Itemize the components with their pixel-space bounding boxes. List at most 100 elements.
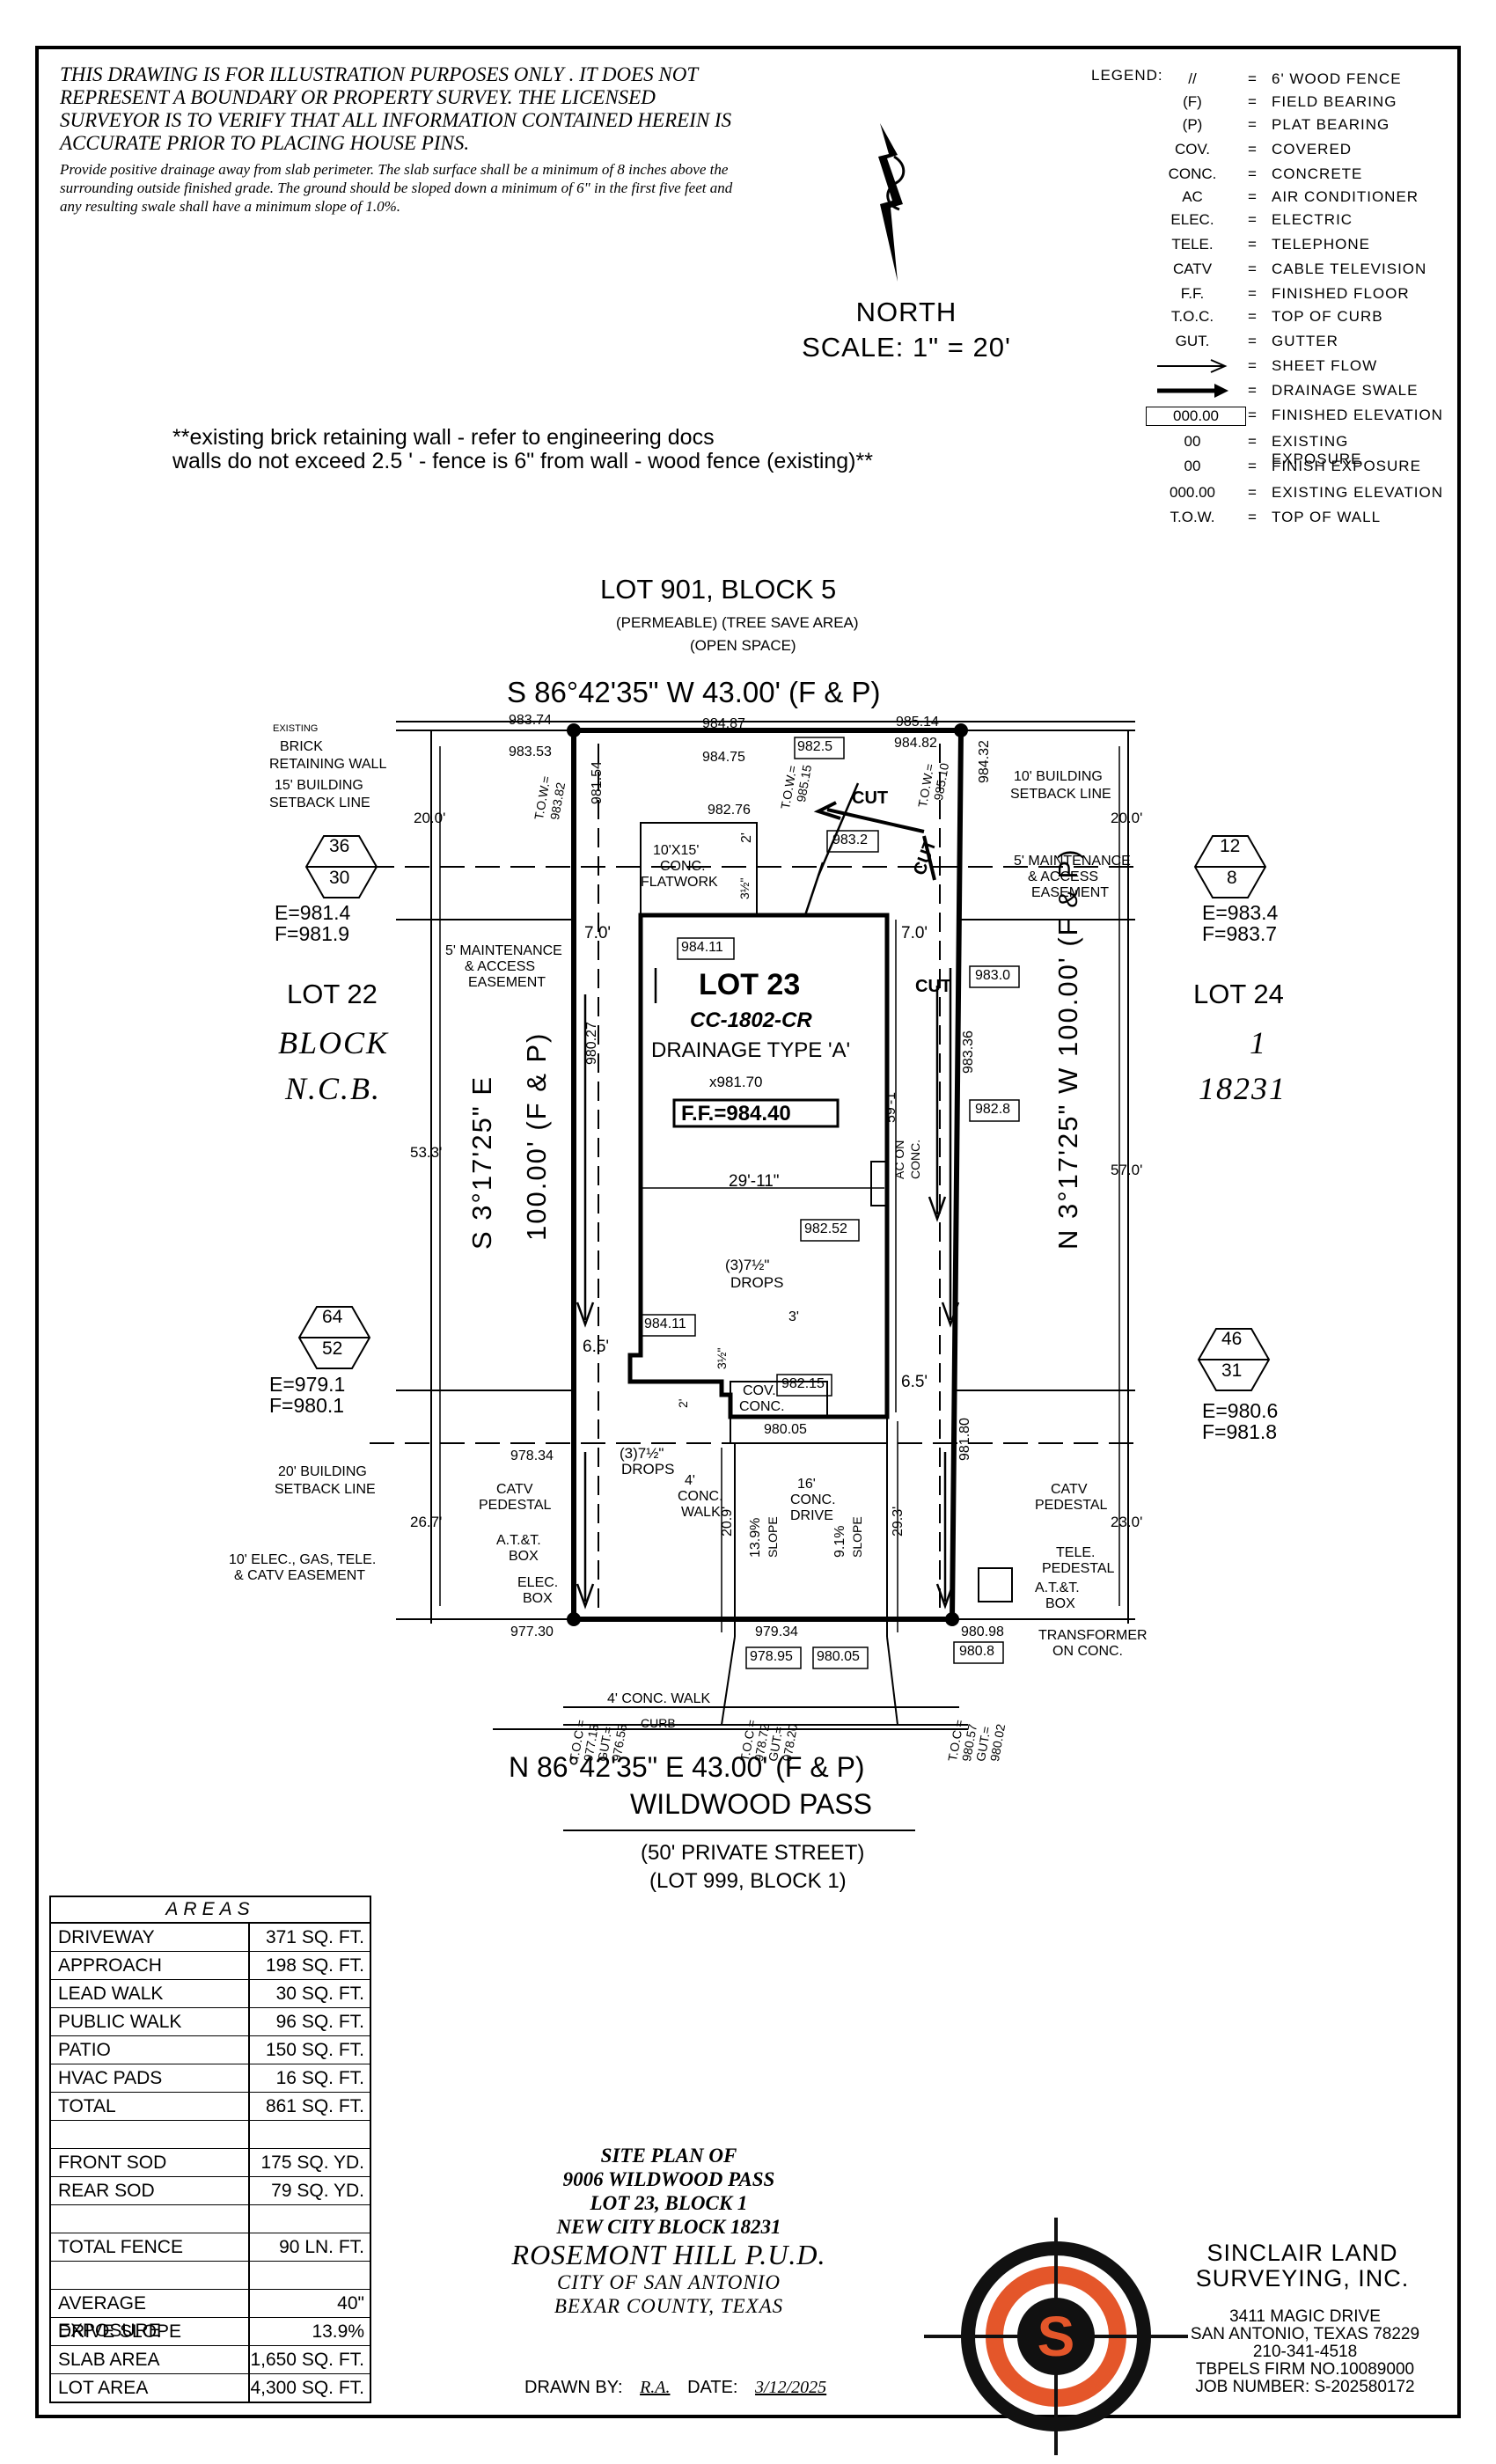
plan-label-maint_e3: EASEMENT [1031,885,1110,900]
title-line-2: 9006 WILDWOOD PASS [562,2168,775,2190]
legend-row: CONC. = CONCRETE [1091,165,1443,185]
legend-eq: = [1248,165,1257,182]
drainage-note: Provide positive drainage away from slab… [60,161,733,215]
legend-eq: = [1248,211,1257,228]
firm-address: 3411 MAGIC DRIVE SAN ANTONIO, TEXAS 7822… [1160,2308,1450,2396]
legend-text: PLAT BEARING [1272,116,1390,133]
legend-eq: = [1248,433,1257,450]
title-line-7: BEXAR COUNTY, TEXAS [554,2295,784,2317]
legend-row: ELEC.=ELECTRIC [1091,211,1443,231]
plan-label-maint_e2: & ACCESS [1028,869,1099,884]
plan-label-flat1: 10'X15' [653,843,700,858]
legend-row: CATV=CABLE TELEVISION [1091,260,1443,280]
legend-text: FINISHED ELEVATION [1272,407,1443,423]
firm-name: SINCLAIR LAND SURVEYING, INC. [1162,2240,1443,2292]
firm-phone: 210-341-4518 [1252,2343,1358,2361]
plan-label-walk3: WALK [681,1505,721,1520]
plan-label-block: BLOCK [278,1025,390,1060]
plan-label-catv_e2: PEDESTAL [1035,1498,1108,1513]
plan-label-exp_ne_top: 12 [1220,836,1241,856]
plan-label-e98353: 983.53 [509,744,552,759]
areas-value: 30 SQ. FT. [275,1984,364,2004]
plan-label-e98475: 984.75 [702,750,745,765]
plan-label-north_lot_sub1: (PERMEABLE) (TREE SAVE AREA) [616,614,859,631]
legend-row: COV.=COVERED [1091,141,1443,160]
legend-eq: = [1248,236,1257,253]
areas-value: 16 SQ. FT. [275,2068,364,2088]
plan-label-exp_nw_bot: 30 [329,868,350,888]
scale-text: SCALE: 1" = 20' [802,332,1011,363]
areas-name: PATIO [51,2036,250,2064]
north-label: NORTH SCALE: 1" = 20' [774,295,1038,365]
plan-label-exp_sw_bot: 52 [322,1338,343,1359]
areas-value [250,2262,370,2289]
legend-row: AC=AIR CONDITIONER [1091,188,1443,208]
legend-text: GUTTER [1272,333,1338,349]
legend-symbol: GUT. [1175,333,1210,349]
legend-text: CABLE TELEVISION [1272,260,1427,277]
plan-label-retaining: RETAINING WALL [269,757,387,772]
areas-name: APPROACH [51,1952,250,1979]
plan-label-lot24_block: 1 [1250,1025,1267,1060]
plan-label-d2a: 2' [739,832,754,843]
legend-eq: = [1248,308,1257,325]
legend-symbol: (F) [1183,93,1202,110]
plan-label-e9825: 982.5 [797,739,833,754]
plan-label-e98336: 983.36 [961,1030,976,1074]
legend-eq: = [1248,382,1257,399]
plan-label-tele1: TELE. [1056,1545,1096,1560]
plan-label-lot: LOT 23 [699,968,801,1001]
legend-symbol: CONC. [1168,165,1217,182]
title-line-5: ROSEMONT HILL P.U.D. [511,2239,826,2270]
legend-row: TELE.=TELEPHONE [1091,236,1443,255]
plan-label-curb: CURB [641,1716,676,1730]
plan-label-exp_sw_top: 64 [322,1307,343,1327]
plan-label-maint_e1: 5' MAINTENANCE [1014,854,1131,869]
legend-row: 000.00=FINISHED ELEVATION [1091,407,1443,426]
areas-value: 90 LN. FT. [279,2237,364,2257]
plan-label-e9828: 982.8 [975,1102,1011,1117]
plan-label-north_lot: LOT 901, BLOCK 5 [600,574,837,605]
plan-label-west_bearing: S 3°17'25" E [466,1074,497,1250]
legend-eq: = [1248,188,1257,205]
areas-name [51,2205,250,2233]
plan-label-existing: EXISTING [273,723,319,734]
plan-label-e98432: 984.32 [977,740,992,783]
plan-label-north_bearing: S 86°42'35" W 43.00' (F & P) [507,676,881,708]
plan-label-elecbox2: BOX [523,1591,553,1606]
legend-symbol: ELEC. [1170,211,1214,228]
legend-text: CONCRETE [1272,165,1363,182]
areas-name: FRONT SOD [51,2149,250,2176]
plan-label-d7b: 7.0' [901,924,928,942]
legend-eq: = [1248,333,1257,349]
areas-row [51,2262,370,2290]
plan-label-e98027: 980.27 [584,1022,599,1065]
plan-label-att1: A.T.&T. [496,1533,541,1548]
legend-eq: = [1248,70,1257,87]
plan-label-d209: 20.9' [720,1506,735,1536]
disclaimer: THIS DRAWING IS FOR ILLUSTRATION PURPOSE… [60,63,746,216]
legend-text: EXISTING ELEVATION [1272,484,1443,501]
plan-label-cut1: CUT [852,788,889,808]
title-block: SITE PLAN OF 9006 WILDWOOD PASS LOT 23, … [458,2144,880,2318]
areas-row [51,2121,370,2149]
areas-name: LOT AREA [51,2374,250,2402]
plan-label-lot22: LOT 22 [287,979,378,1009]
legend-row: GUT. = GUTTER [1091,333,1443,352]
areas-value: 40" [337,2293,364,2314]
areas-value: 4,300 SQ. FT. [250,2378,364,2398]
plan-label-brick: BRICK [280,739,323,754]
areas-value: 96 SQ. FT. [275,2012,364,2032]
plan-label-ease1: 10' ELEC., GAS, TELE. [229,1552,377,1567]
legend-symbol: 000.00 [1146,407,1246,426]
legend-symbol: CATV [1172,260,1213,277]
plan-label-d3a: 3' [788,1309,799,1324]
legend-symbol: 00 [1184,458,1201,474]
legend-text: TELEPHONE [1272,236,1370,253]
plan-label-d2911: 29'-11" [729,1172,780,1191]
plan-label-plan_code: CC-1802-CR [690,1008,812,1032]
